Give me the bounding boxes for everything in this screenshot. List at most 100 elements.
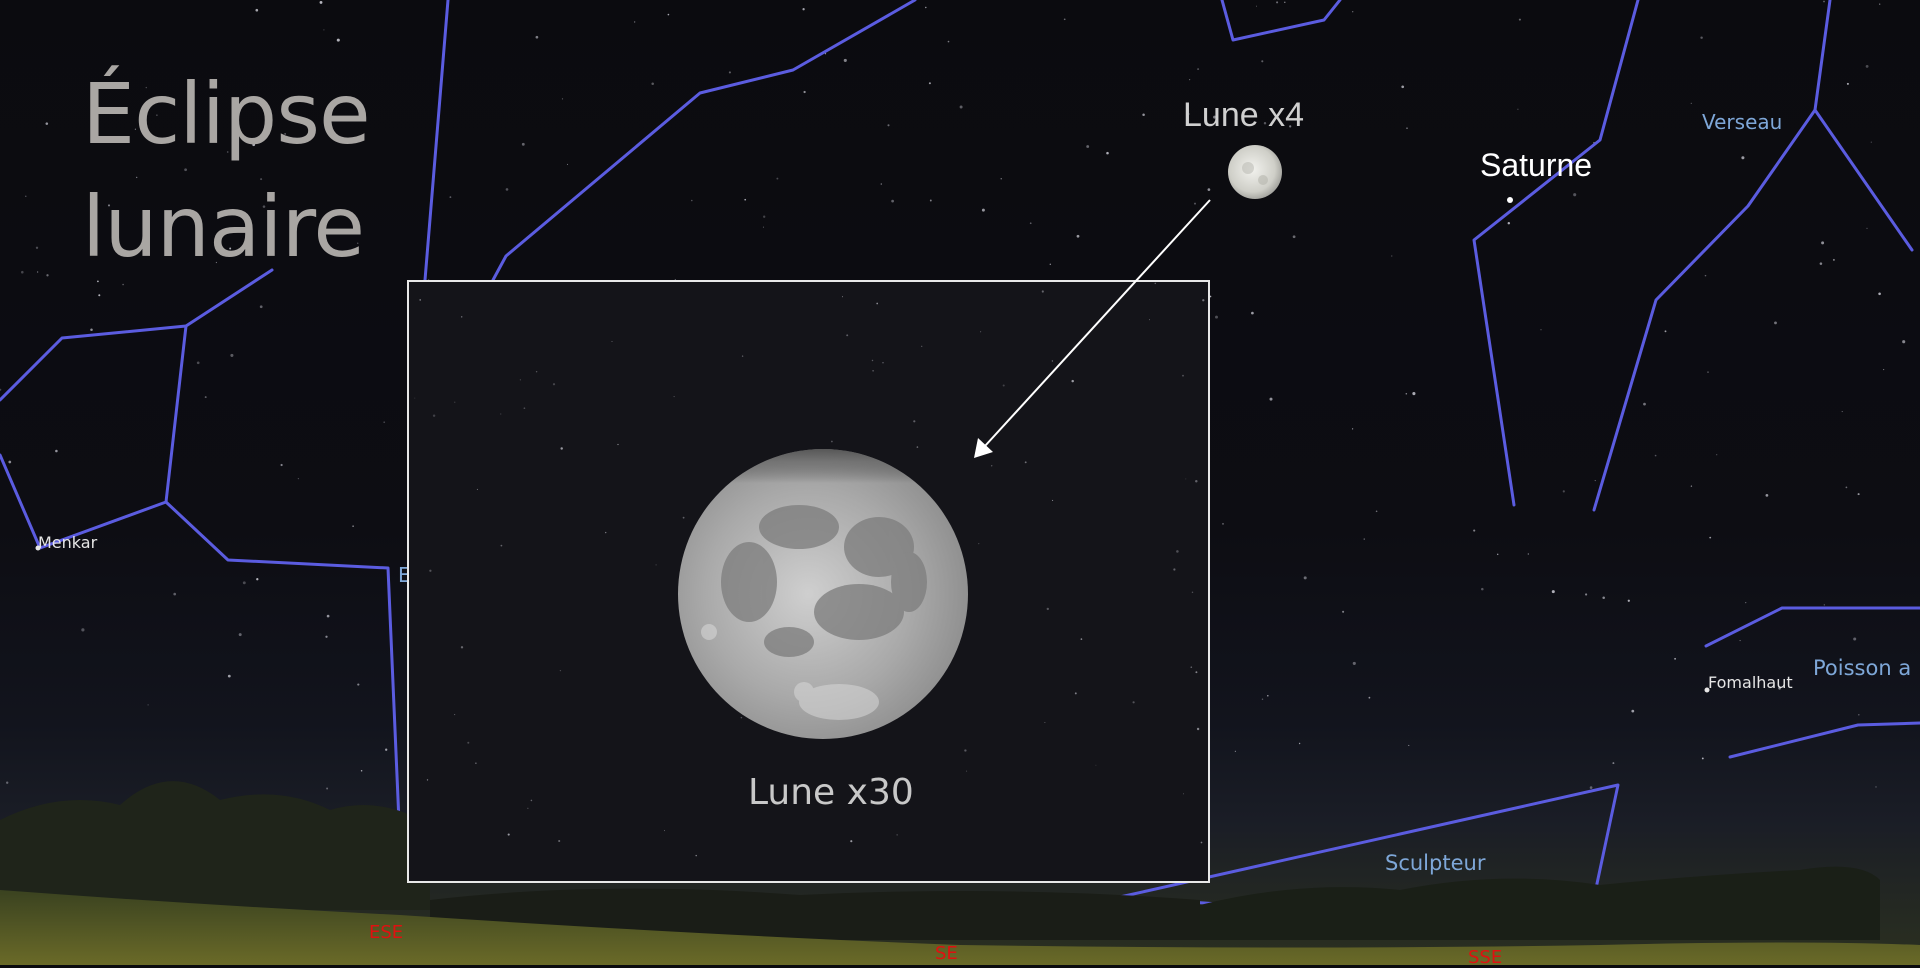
inset-star: [1191, 591, 1194, 594]
background-star: [1375, 510, 1378, 513]
inset-star: [1024, 461, 1027, 464]
background-star: [1351, 428, 1354, 430]
background-star: [1209, 295, 1212, 298]
inset-star: [1182, 374, 1184, 377]
inset-star: [1185, 478, 1187, 480]
moon-large-label: Lune x30: [748, 772, 914, 813]
background-star: [215, 261, 218, 264]
inset-star: [1200, 841, 1203, 844]
inset-star: [1202, 299, 1205, 302]
cardinal-se: SE: [935, 943, 958, 964]
background-star: [252, 143, 256, 147]
inset-star: [605, 531, 607, 534]
background-star: [259, 305, 263, 309]
background-star: [1076, 234, 1080, 238]
inset-star: [841, 296, 844, 298]
background-star: [1263, 122, 1267, 125]
background-star: [267, 236, 271, 239]
background-star: [1406, 127, 1408, 129]
background-star: [928, 82, 931, 85]
background-star: [1197, 68, 1200, 71]
inset-star: [414, 397, 416, 399]
background-star: [1269, 397, 1273, 401]
background-star: [776, 177, 779, 180]
background-star: [8, 460, 12, 464]
inset-star: [980, 331, 982, 333]
background-star: [1527, 553, 1529, 555]
inset-star: [741, 355, 744, 357]
background-star: [1473, 529, 1476, 532]
background-star: [1865, 64, 1869, 68]
background-star: [1902, 340, 1906, 344]
background-star: [1774, 321, 1777, 325]
treeline: [1200, 866, 1880, 940]
cardinal-sse: SSE: [1468, 947, 1503, 968]
background-star: [136, 176, 138, 179]
background-star: [925, 6, 927, 9]
background-star: [1255, 5, 1258, 7]
background-star: [256, 578, 259, 581]
background-star: [230, 353, 234, 357]
background-star: [0, 388, 2, 391]
background-star: [255, 8, 259, 12]
background-star: [326, 787, 329, 790]
background-star: [1585, 593, 1588, 596]
title-line-1: Éclipse: [82, 65, 371, 163]
background-star: [297, 477, 300, 480]
inset-star: [1195, 479, 1198, 483]
background-star: [1292, 235, 1296, 239]
background-star: [1289, 125, 1292, 128]
background-star: [1106, 151, 1109, 155]
background-star: [98, 294, 101, 297]
background-star: [357, 683, 360, 686]
inset-star: [663, 830, 666, 832]
background-star: [1857, 493, 1860, 496]
background-star: [1188, 113, 1190, 115]
background-star: [383, 421, 386, 424]
label-verseau: Verseau: [1702, 110, 1783, 134]
background-star: [1540, 329, 1542, 331]
inset-star: [964, 749, 967, 752]
background-star: [1870, 141, 1872, 143]
background-star: [1342, 610, 1345, 613]
background-star: [336, 38, 340, 42]
background-star: [1701, 757, 1704, 760]
background-star: [1690, 485, 1693, 487]
background-star: [1841, 411, 1843, 413]
background-star: [763, 215, 766, 218]
background-star: [505, 188, 509, 191]
background-star: [357, 242, 359, 244]
background-star: [6, 781, 9, 784]
background-star: [81, 628, 85, 632]
inset-star: [429, 569, 432, 572]
background-star: [1518, 18, 1521, 21]
inset-star: [990, 465, 993, 467]
background-star: [1215, 315, 1218, 319]
background-star: [728, 71, 731, 74]
background-star: [744, 198, 747, 201]
background-star: [173, 592, 177, 596]
inset-star: [535, 371, 538, 373]
background-star: [1631, 709, 1635, 713]
background-star: [385, 748, 388, 751]
inset-star: [831, 440, 833, 443]
background-star: [691, 199, 693, 202]
background-star: [1189, 79, 1191, 81]
inset-star: [896, 834, 898, 836]
inset-star: [1095, 764, 1097, 766]
inset-star: [673, 396, 675, 398]
background-star: [1213, 115, 1217, 119]
background-star: [1602, 596, 1605, 599]
treeline: [0, 781, 430, 910]
background-star: [1303, 576, 1307, 580]
inset-star: [1176, 550, 1179, 553]
inset-star: [1132, 701, 1135, 704]
inset-star: [467, 741, 470, 744]
constellation-line-piscis: [1728, 721, 1920, 759]
background-star: [1739, 640, 1741, 642]
background-star: [1858, 714, 1860, 716]
background-star: [521, 142, 525, 146]
background-star: [1251, 311, 1254, 315]
constellation-line-cetus: [0, 324, 188, 550]
